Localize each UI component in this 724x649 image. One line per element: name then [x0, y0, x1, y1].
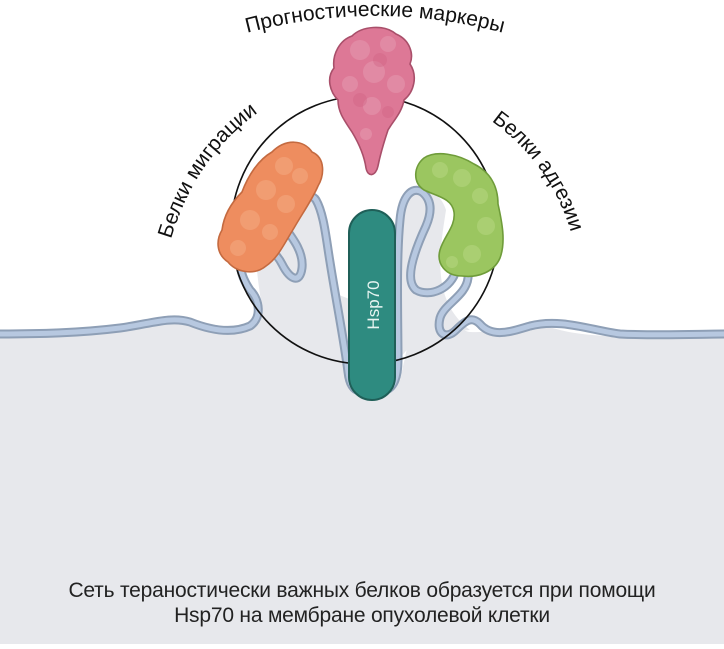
label-adhesion-proteins: Белки адгезии	[489, 107, 589, 234]
prognostic-marker-protein	[328, 26, 416, 176]
adhesion-protein	[414, 152, 504, 278]
diagram-caption: Сеть тераностически важных белков образу…	[0, 578, 724, 628]
caption-line-1: Сеть тераностически важных белков образу…	[68, 579, 656, 602]
migration-protein	[217, 141, 324, 273]
hsp70-label: Hsp70	[364, 280, 383, 329]
cell-cytoplasm	[0, 280, 724, 644]
membrane-pocket-right	[398, 189, 470, 360]
hsp70-protein: Hsp70	[348, 209, 396, 401]
caption-line-2: Hsp70 на мембране опухолевой клетки	[174, 604, 550, 627]
